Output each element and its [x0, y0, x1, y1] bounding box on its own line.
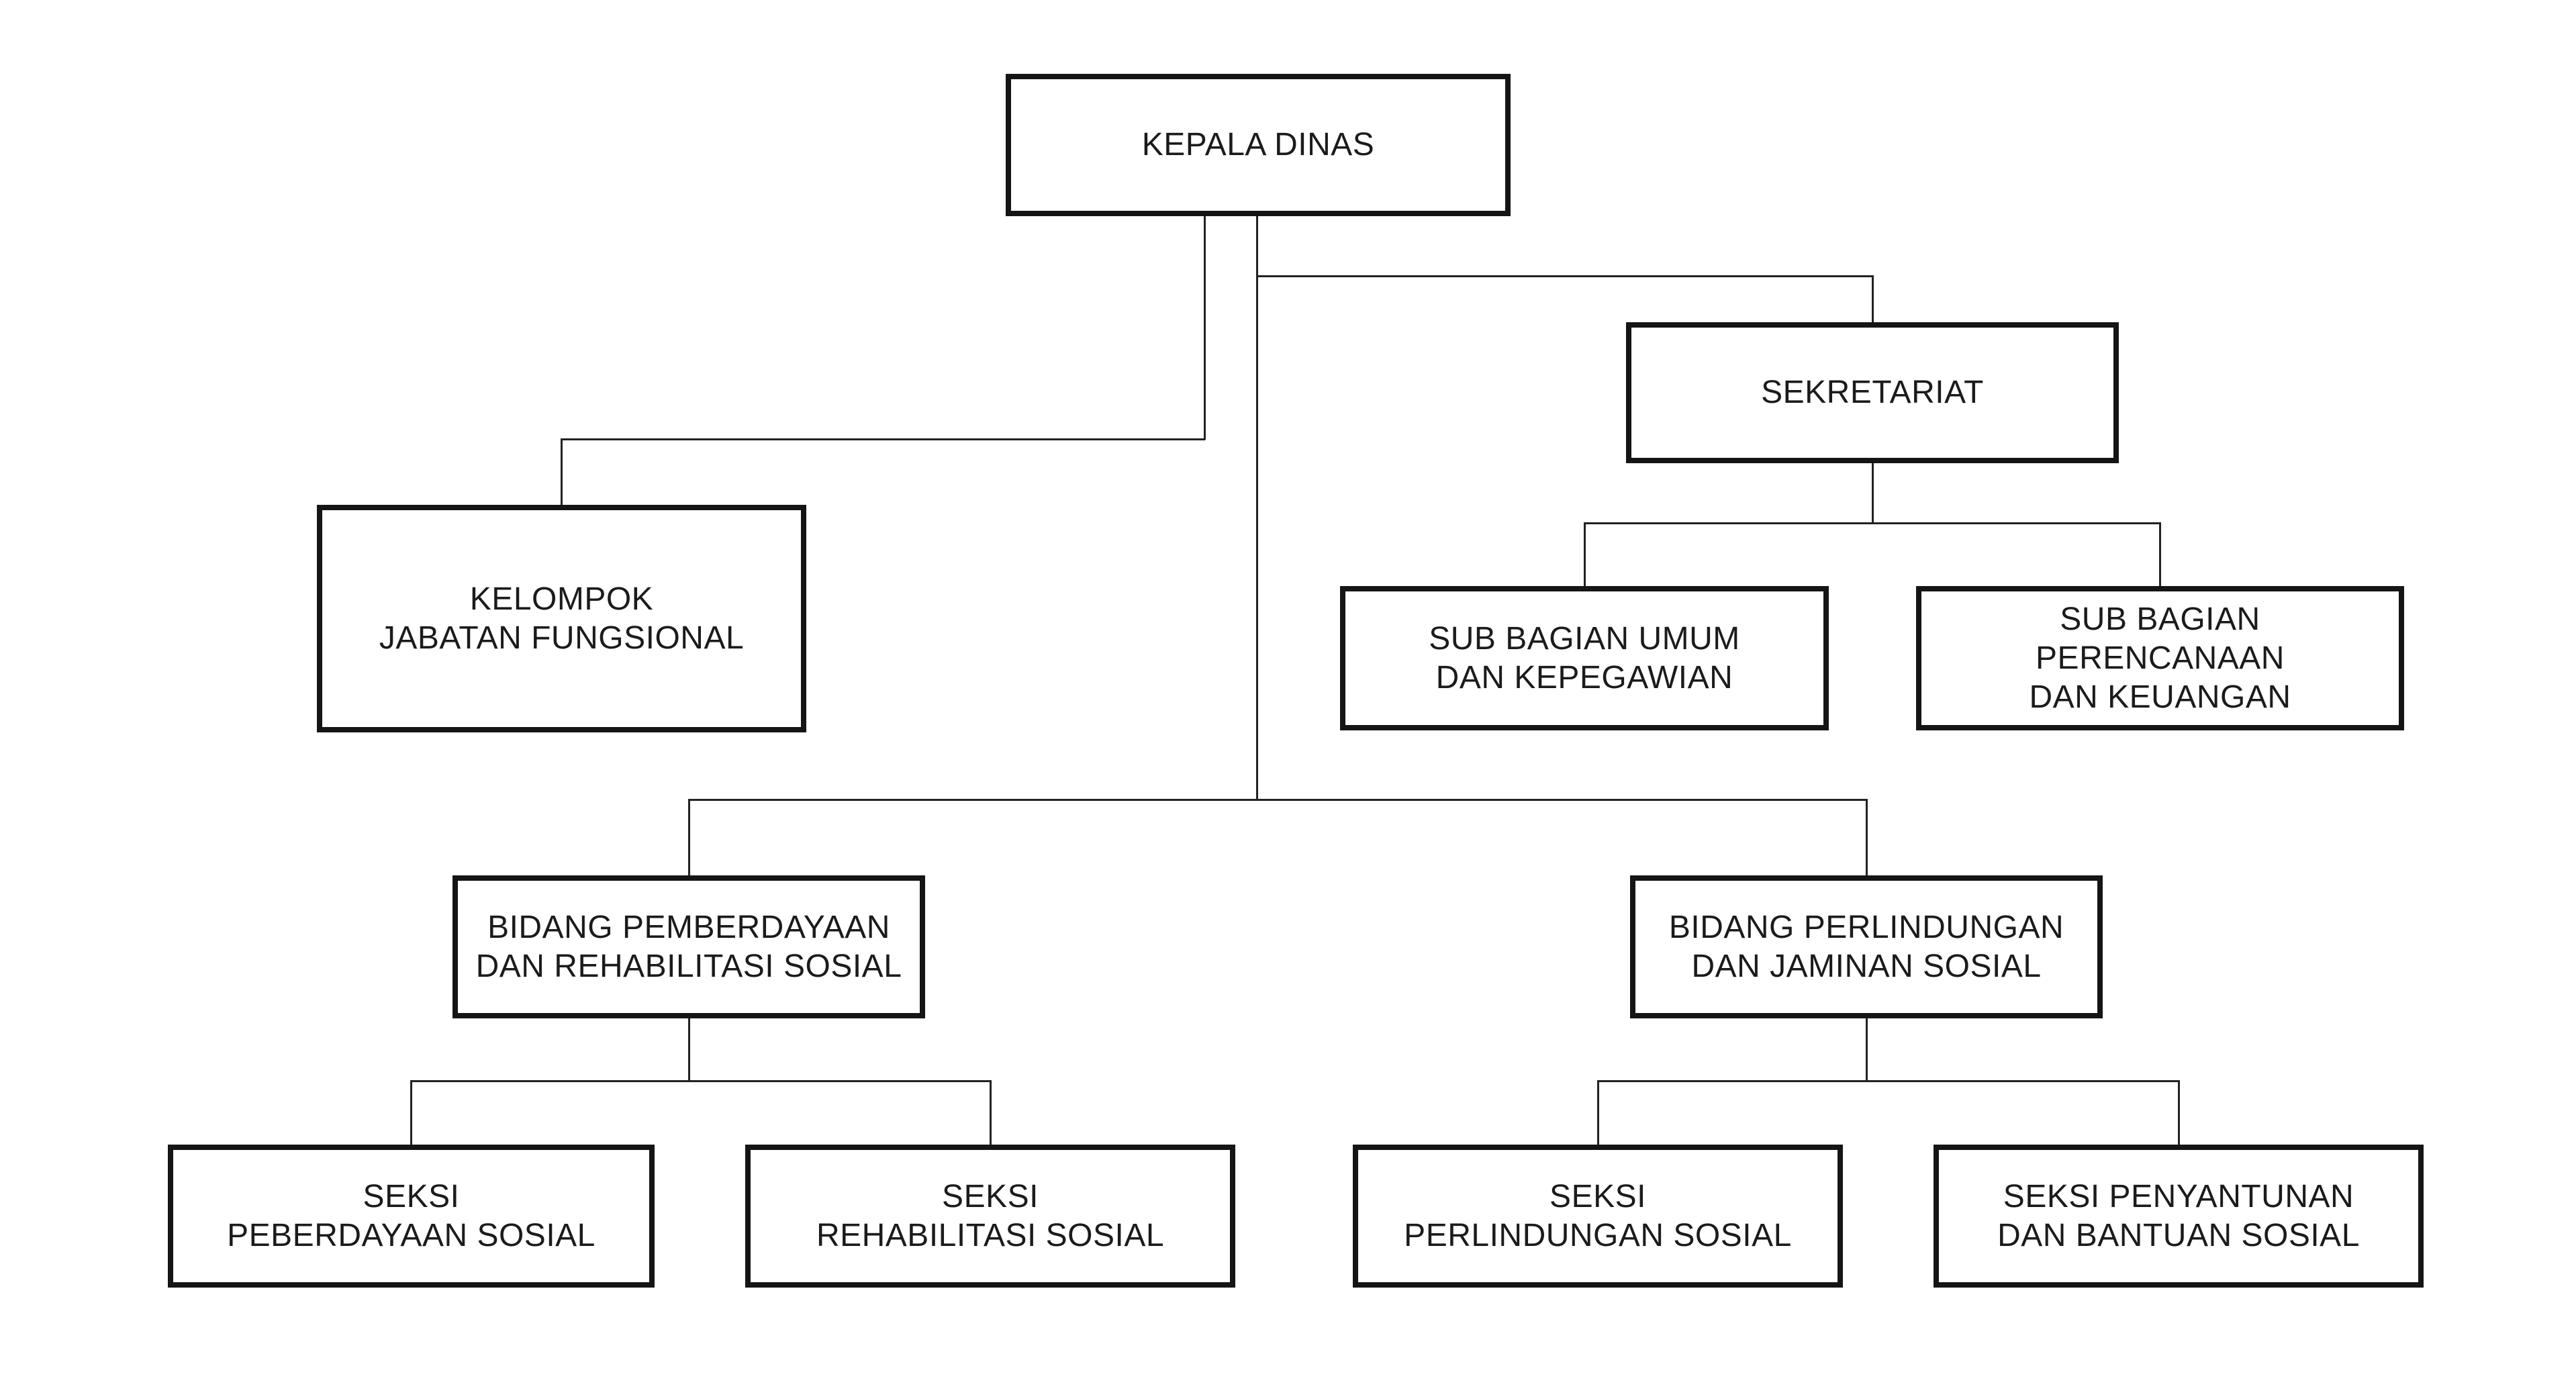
edge-bidang2-rail [1597, 1080, 2180, 1082]
node-label-line: SEKRETARIAT [1761, 375, 1984, 410]
edge-bidang-rail [688, 799, 1868, 801]
node-kepala-dinas: KEPALA DINAS [1006, 74, 1511, 216]
node-label-line: PERENCANAAN [2036, 640, 2285, 676]
edge-kepala-sekretariat-drop [1872, 275, 1874, 322]
node-seksi-penyantunan: SEKSI PENYANTUNAN DAN BANTUAN SOSIAL [1934, 1145, 2424, 1288]
node-bidang-pemberdayaan: BIDANG PEMBERDAYAAN DAN REHABILITASI SOS… [452, 875, 925, 1018]
node-seksi-rehabilitasi-sosial: SEKSI REHABILITASI SOSIAL [745, 1145, 1235, 1288]
node-sekretariat: SEKRETARIAT [1626, 322, 2119, 463]
node-label-line: SUB BAGIAN [2060, 601, 2260, 637]
edge-seksi-penyantunan-drop [2178, 1080, 2180, 1145]
node-label-line: SEKSI [363, 1178, 460, 1214]
node-label-line: DAN BANTUAN SOSIAL [1997, 1217, 2360, 1253]
node-seksi-peberdayaan-sosial: SEKSI PEBERDAYAAN SOSIAL [168, 1145, 655, 1288]
edge-kepala-kelompok-drop2 [561, 438, 563, 505]
edge-bidang-pemberdayaan-drop [688, 799, 690, 875]
edge-kepala-kelompok-across [561, 438, 1205, 440]
edge-bidang1-stem [688, 1018, 690, 1081]
node-label-line: BIDANG PERLINDUNGAN [1668, 909, 2064, 945]
node-seksi-perlindungan-sosial: SEKSI PERLINDUNGAN SOSIAL [1353, 1145, 1843, 1288]
node-label-line: SEKSI [942, 1178, 1039, 1214]
node-label-line: JABATAN FUNGSIONAL [379, 620, 745, 656]
edge-bidang2-stem [1866, 1018, 1868, 1081]
node-label-line: KELOMPOK [469, 581, 654, 617]
edge-kepala-main-stem [1256, 216, 1258, 800]
edge-seksi-rehabilitasi-drop [990, 1080, 992, 1145]
edge-bidang1-rail [410, 1080, 992, 1082]
node-sub-bagian-perencanaan: SUB BAGIAN PERENCANAAN DAN KEUANGAN [1916, 586, 2404, 730]
node-kelompok-jabatan-fungsional: KELOMPOK JABATAN FUNGSIONAL [317, 505, 806, 732]
node-label-line: SUB BAGIAN UMUM [1429, 620, 1740, 657]
edge-sub-perencanaan-drop [2159, 522, 2161, 586]
node-label-line: KEPALA DINAS [1141, 127, 1375, 162]
node-label-line: BIDANG PEMBERDAYAAN [487, 909, 890, 945]
edge-seksi-perlindungan-drop [1597, 1080, 1599, 1145]
edge-kepala-kelompok-drop1 [1204, 216, 1206, 440]
node-label-line: SEKSI PENYANTUNAN [2003, 1178, 2354, 1214]
node-label-line: PEBERDAYAAN SOSIAL [227, 1217, 595, 1253]
node-label-line: SEKSI [1549, 1178, 1646, 1214]
node-bidang-perlindungan: BIDANG PERLINDUNGAN DAN JAMINAN SOSIAL [1630, 875, 2103, 1018]
node-label-line: DAN REHABILITASI SOSIAL [475, 948, 902, 984]
edge-bidang-perlindungan-drop [1866, 799, 1868, 875]
node-label-line: DAN KEUANGAN [2029, 679, 2291, 715]
node-label-line: DAN KEPEGAWIAN [1435, 659, 1733, 695]
edge-sekretariat-stem [1872, 463, 1874, 524]
node-label-line: DAN JAMINAN SOSIAL [1691, 948, 2042, 984]
node-label-line: REHABILITASI SOSIAL [816, 1217, 1165, 1253]
node-label-line: PERLINDUNGAN SOSIAL [1404, 1217, 1792, 1253]
edge-seksi-peberdayaan-drop [410, 1080, 412, 1145]
edge-sub-umum-drop [1584, 522, 1586, 586]
node-sub-bagian-umum: SUB BAGIAN UMUM DAN KEPEGAWIAN [1340, 586, 1829, 730]
edge-sekretariat-rail [1584, 522, 2161, 524]
edge-kepala-sekretariat-across [1256, 275, 1872, 277]
